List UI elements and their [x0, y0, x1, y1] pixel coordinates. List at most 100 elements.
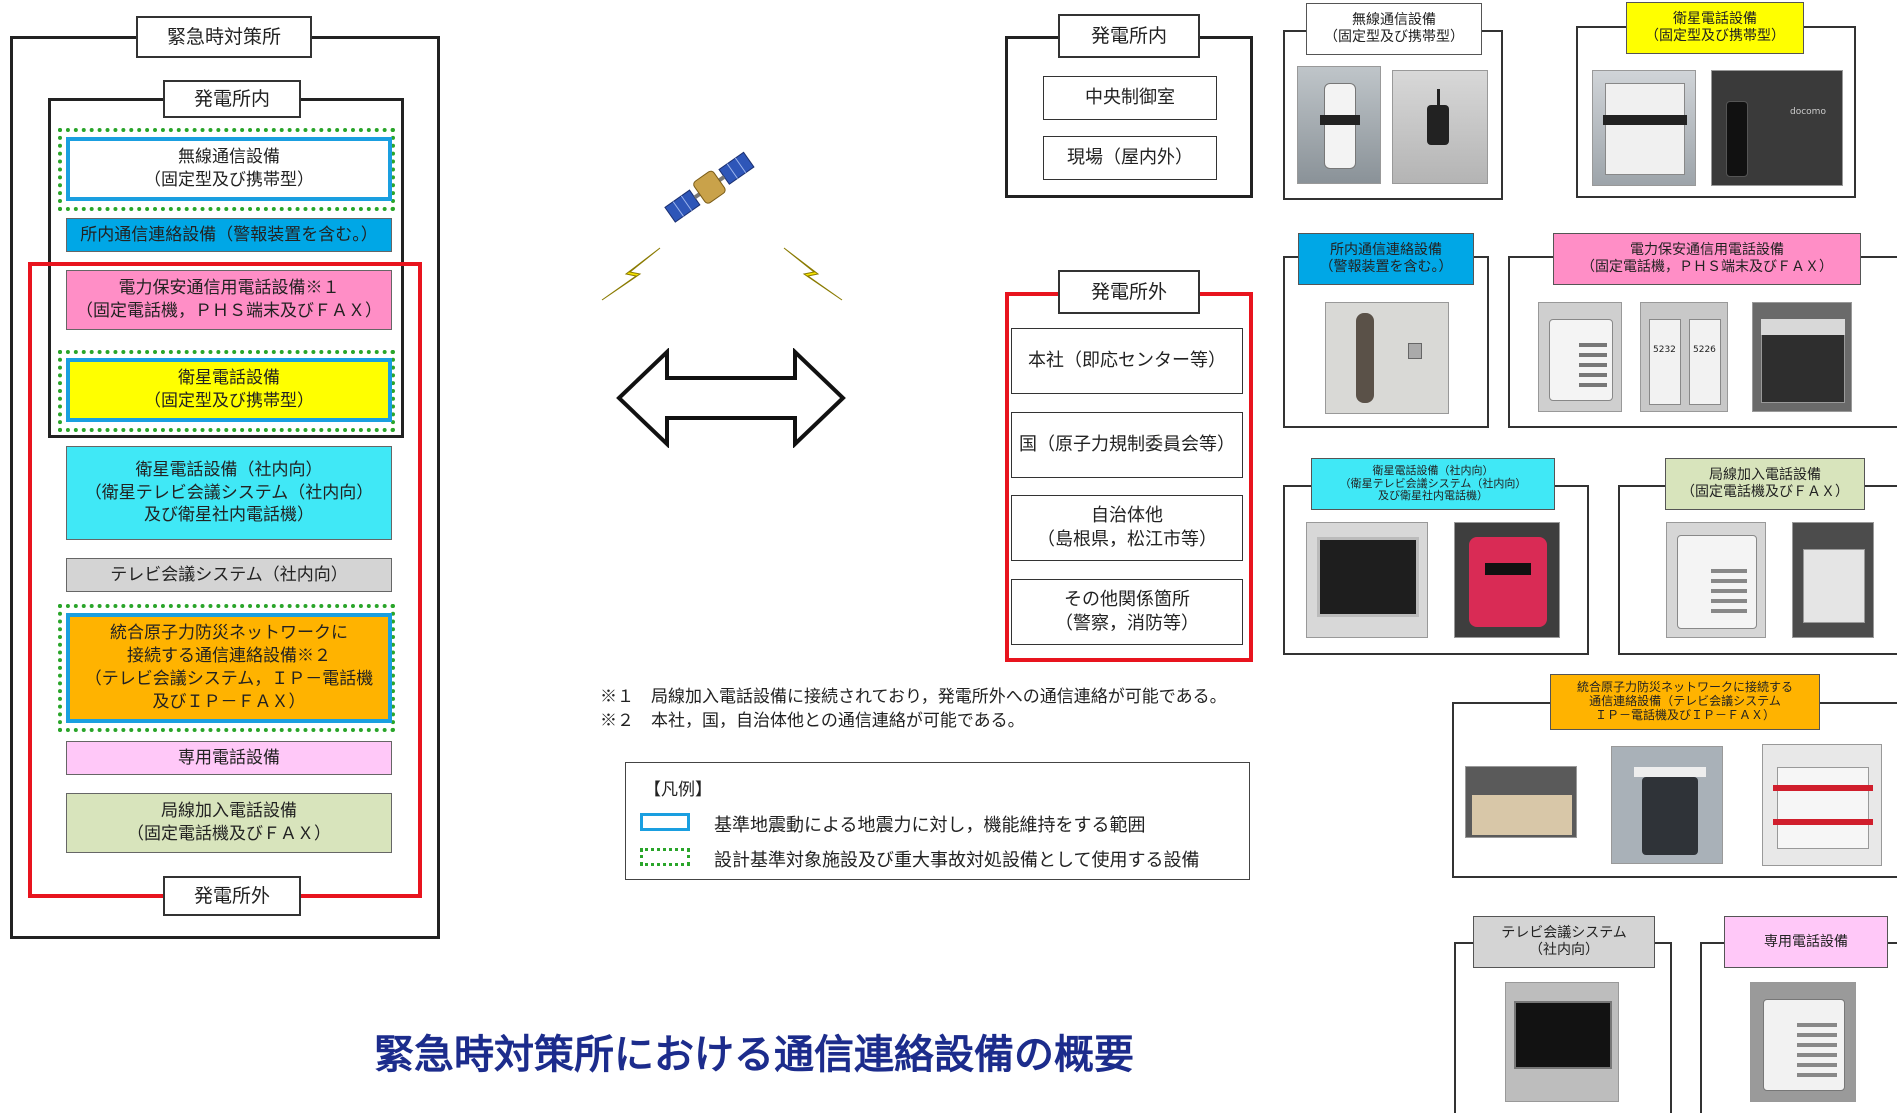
security-line-1: 電力保安通信用電話設備※１: [118, 278, 340, 299]
net-line-2: 接続する通信連絡設備※２: [127, 646, 331, 667]
sat-photo-title-1: 衛星電話設備: [1673, 11, 1757, 28]
net-line-1: 統合原子力防災ネットワークに: [110, 623, 348, 644]
tv-conference-box: テレビ会議システム（社内向）: [66, 558, 392, 592]
satellite-photo-title: 衛星電話設備 （固定型及び携帯型）: [1626, 2, 1804, 54]
radio-equipment-box: 無線通信設備 （固定型及び携帯型）: [66, 137, 392, 201]
inside-destination-label: 発電所内: [1058, 14, 1200, 58]
muni-line-2: （島根県，松江市等）: [1037, 529, 1217, 550]
sat-red-phone-photo: [1454, 522, 1560, 638]
radio-fixed-photo: [1297, 66, 1381, 184]
internal-photo-title: 所内通信連絡設備 （警報装置を含む。）: [1298, 233, 1474, 285]
sec-photo-title-2: （固定電話機，ＰＨＳ端末及びＦＡＸ）: [1581, 259, 1833, 275]
subscriber-line-1: 局線加入電話設備: [161, 801, 297, 822]
satellite-portable-photo: docomo: [1711, 70, 1843, 186]
page-title: 緊急時対策所における通信連絡設備の概要: [374, 1032, 1134, 1078]
legend-box: 【凡例】 基準地震動による地震力に対し，機能維持をする範囲 設計基準対象施設及び…: [625, 762, 1250, 880]
fax-machine-photo: [1752, 302, 1852, 412]
net-line-3: （テレビ会議システム，ＩＰ－電話機: [84, 669, 374, 689]
net-photo-title-1: 統合原子力防災ネットワークに接続する: [1576, 680, 1793, 695]
legend-blue-text: 基準地震動による地震力に対し，機能維持をする範囲: [714, 815, 1146, 836]
dedicated-phone-box: 専用電話設備: [66, 741, 392, 775]
phs-terminal-photo: 5232 5226: [1640, 302, 1728, 412]
sat-int-line-3: 及び衛星社内電話機）: [144, 505, 314, 526]
int-photo-title-1: 所内通信連絡設備: [1330, 242, 1442, 259]
radio-portable-photo: [1392, 70, 1488, 184]
satellite-phone-box: 衛星電話設備 （固定型及び携帯型）: [66, 358, 392, 422]
lightning-icon: [601, 247, 661, 301]
double-arrow-icon: [616, 348, 846, 448]
network-ip-fax-photo: [1762, 744, 1882, 866]
subscriber-photo-title: 局線加入電話設備 （固定電話機及びＦＡＸ）: [1665, 458, 1865, 510]
tv-photo-title-2: （社内向）: [1529, 942, 1599, 958]
sat-int-line-2: （衛星テレビ会議システム（社内向）: [84, 482, 374, 503]
field-location-text: 現場（屋内外）: [1067, 146, 1193, 168]
radio-photo-title-2: （固定型及び携帯型）: [1324, 29, 1464, 45]
dedicated-line-1: 専用電話設備: [178, 747, 280, 768]
lightning-icon-right: [783, 247, 843, 301]
outside-plant-label: 発電所外: [163, 876, 301, 916]
dedicated-phone-photo: [1750, 982, 1856, 1102]
legend-green-text: 設計基準対象施設及び重大事故対処設備として使用する設備: [714, 850, 1200, 871]
footnote-2: ※２ 本社，国，自治体他との通信連絡が可能である。: [600, 711, 1025, 731]
docomo-label: docomo: [1790, 107, 1826, 117]
network-box: 統合原子力防災ネットワークに 接続する通信連絡設備※２ （テレビ会議システム，Ｉ…: [66, 613, 392, 723]
phs-label-2: 5226: [1693, 345, 1716, 355]
tv-conf-monitor-photo: [1505, 982, 1619, 1102]
internal-line-1: 所内通信連絡設備（警報装置を含む。）: [80, 224, 378, 245]
subscriber-phone-box: 局線加入電話設備 （固定電話機及びＦＡＸ）: [66, 793, 392, 853]
inside-plant-label: 発電所内: [163, 80, 301, 118]
satellite-icon: [664, 151, 755, 223]
footnote-1: ※１ 局線加入電話設備に接続されており，発電所外への通信連絡が可能である。: [600, 687, 1227, 707]
radio-dotted-frame: [58, 128, 395, 211]
radio-line-1: 無線通信設備: [178, 147, 280, 168]
subscriber-phone-photo: [1666, 522, 1766, 638]
subscriber-fax-photo: [1792, 522, 1874, 638]
satellite-line-2: （固定型及び携帯型）: [144, 391, 314, 411]
sub-photo-title-2: （固定電話機及びＦＡＸ）: [1681, 484, 1849, 500]
other-line-1: その他関係箇所: [1064, 588, 1190, 610]
field-location: 現場（屋内外）: [1043, 136, 1217, 180]
tv-conf-photo-title: テレビ会議システム （社内向）: [1473, 916, 1655, 968]
other-agencies-box: その他関係箇所 （警察，消防等）: [1011, 579, 1243, 645]
satellite-dotted-frame: [58, 350, 395, 432]
sat-tv-conference-photo: [1306, 522, 1428, 638]
security-photo-title: 電力保安通信用電話設備 （固定電話機，ＰＨＳ端末及びＦＡＸ）: [1553, 233, 1861, 285]
int-photo-title-2: （警報装置を含む。）: [1319, 259, 1453, 275]
net-photo-title-2: 通信連絡設備（テレビ会議システム: [1589, 694, 1781, 709]
central-control-room: 中央制御室: [1043, 76, 1217, 120]
internal-phone-photo: [1325, 302, 1449, 414]
ded-photo-title-1: 専用電話設備: [1764, 933, 1848, 950]
sat-photo-title-2: （固定型及び携帯型）: [1645, 28, 1785, 44]
network-dotted-frame: [58, 604, 395, 732]
other-line-2: （警察，消防等）: [1055, 613, 1199, 634]
legend-title: 【凡例】: [644, 780, 712, 800]
security-phone-box: 電力保安通信用電話設備※１ （固定電話機，ＰＨＳ端末及びＦＡＸ）: [66, 270, 392, 330]
sat-internal-photo-title: 衛星電話設備（社内向） （衛星テレビ会議システム（社内向） 及び衛星社内電話機）: [1311, 458, 1555, 510]
security-line-2: （固定電話機，ＰＨＳ端末及びＦＡＸ）: [76, 301, 382, 321]
sub-photo-title-1: 局線加入電話設備: [1709, 467, 1821, 484]
muni-line-1: 自治体他: [1091, 504, 1163, 526]
dedicated-photo-title: 専用電話設備: [1724, 916, 1888, 968]
sat-int-photo-title-2: （衛星テレビ会議システム（社内向）: [1339, 476, 1527, 490]
subscriber-line-2: （固定電話機及びＦＡＸ）: [127, 824, 331, 844]
legend-green-swatch: [640, 848, 690, 866]
tv-line-1: テレビ会議システム（社内向）: [110, 564, 348, 585]
central-control-text: 中央制御室: [1085, 86, 1175, 108]
sat-int-photo-title-1: 衛星電話設備（社内向）: [1372, 464, 1494, 478]
sat-int-photo-title-3: 及び衛星社内電話機）: [1378, 489, 1488, 503]
phs-label-1: 5232: [1653, 345, 1676, 355]
security-fixed-phone-photo: [1538, 302, 1622, 412]
satellite-line-1: 衛星電話設備: [178, 368, 280, 389]
internal-comm-box: 所内通信連絡設備（警報装置を含む。）: [66, 218, 392, 252]
radio-photo-title-1: 無線通信設備: [1352, 12, 1436, 29]
hq-text: 本社（即応センター等）: [1028, 349, 1226, 371]
tv-photo-title-1: テレビ会議システム: [1501, 925, 1627, 942]
gov-text: 国（原子力規制委員会等）: [1019, 433, 1235, 455]
satellite-internal-box: 衛星電話設備（社内向） （衛星テレビ会議システム（社内向） 及び衛星社内電話機）: [66, 446, 392, 540]
emergency-center-label: 緊急時対策所: [136, 16, 312, 58]
radio-photo-title: 無線通信設備 （固定型及び携帯型）: [1306, 3, 1482, 55]
network-tv-photo: [1465, 766, 1577, 838]
headquarters-box: 本社（即応センター等）: [1011, 328, 1243, 394]
municipality-box: 自治体他 （島根県，松江市等）: [1011, 495, 1243, 561]
net-line-4: 及びＩＰ－ＦＡＸ）: [152, 691, 306, 712]
